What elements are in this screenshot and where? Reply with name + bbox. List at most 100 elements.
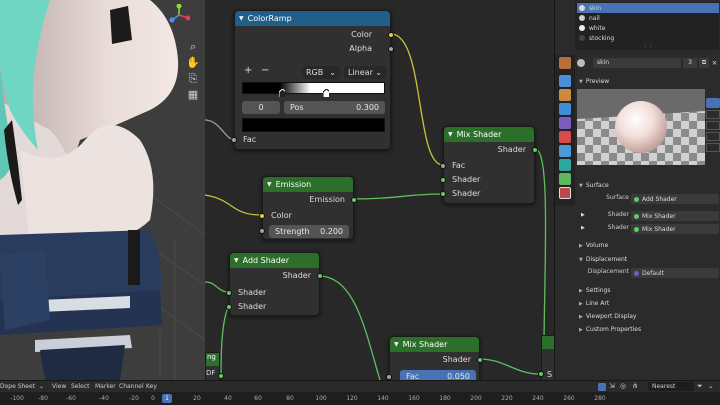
view-layer-tab-icon[interactable]: [559, 103, 571, 115]
add-stop-button[interactable]: +: [244, 65, 253, 76]
settings-panel-header[interactable]: ▶ Settings: [575, 285, 720, 296]
camera-icon[interactable]: ⎘: [188, 72, 198, 85]
world-tab-icon[interactable]: [559, 131, 571, 143]
3d-viewport[interactable]: ⌕ ✋ ⎘ ▦: [0, 0, 205, 380]
menu-view[interactable]: View: [52, 383, 67, 390]
mix-shader-2-header[interactable]: ▼ Mix Shader: [390, 337, 479, 352]
auto-snap-icon[interactable]: ⇲: [609, 382, 615, 390]
tool-tab-icon[interactable]: [559, 57, 571, 69]
stop-position-field[interactable]: Pos 0.300: [284, 101, 385, 114]
snap-icon[interactable]: ⋔: [632, 382, 638, 390]
material-slot-stocking[interactable]: stocking: [577, 33, 719, 43]
offscreen-node-right[interactable]: S: [541, 335, 554, 380]
expand-arrow-icon[interactable]: ▶: [581, 225, 585, 231]
colorramp-header[interactable]: ▼ ColorRamp: [235, 11, 390, 26]
active-stop-index[interactable]: 0: [242, 101, 280, 114]
shader1-select[interactable]: Mix Shader: [631, 211, 719, 221]
socket-offscreen-in[interactable]: [538, 371, 544, 377]
material-slot-skin[interactable]: skin: [577, 3, 719, 13]
ramp-stop-black[interactable]: [279, 89, 285, 97]
socket-color-out[interactable]: [388, 32, 394, 38]
properties-editor[interactable]: skin nail white stocking ⋮⋮ skin 3 ⧉ × ▼…: [554, 0, 720, 380]
current-frame-indicator[interactable]: 1: [162, 394, 172, 403]
socket-offscreen-out[interactable]: [218, 373, 224, 379]
socket-shader-in-2[interactable]: [226, 304, 232, 310]
socket-alpha-out[interactable]: [388, 46, 394, 52]
sphere-preview-icon[interactable]: [706, 98, 720, 108]
strength-field[interactable]: Strength 0.200: [269, 225, 349, 238]
socket-fac-in[interactable]: [440, 163, 446, 169]
mix-shader-header[interactable]: ▼ Mix Shader: [444, 127, 534, 142]
color-mode-select[interactable]: RGB⌄: [302, 66, 340, 79]
surface-shader-select[interactable]: Add Shader: [631, 194, 719, 204]
material-browse-icon[interactable]: [577, 59, 585, 67]
keying-snap-select[interactable]: Nearest Frame: [648, 382, 694, 399]
hair-preview-icon[interactable]: [706, 121, 720, 130]
surface-row[interactable]: Surface Add Shader: [575, 194, 720, 205]
ramp-stop-white[interactable]: [323, 89, 329, 97]
surface-panel-header[interactable]: ▼ Surface: [575, 180, 720, 191]
mix-shader-node-2[interactable]: ▼ Mix Shader Shader Fac 0.050: [386, 336, 483, 380]
shader-node-editor[interactable]: ▼ ColorRamp Color Alpha + − RGB⌄ Linear⌄…: [205, 0, 554, 380]
socket-color-in[interactable]: [259, 213, 265, 219]
menu-key[interactable]: Key: [146, 383, 157, 390]
expand-arrow-icon[interactable]: ▶: [581, 212, 585, 218]
pointer-icon[interactable]: [598, 383, 606, 391]
object-data-tab-icon[interactable]: [559, 173, 571, 185]
socket-fac-in[interactable]: [231, 137, 237, 143]
material-slot-nail[interactable]: nail: [577, 13, 719, 23]
add-shader-header[interactable]: ▼ Add Shader: [230, 253, 319, 268]
menu-marker[interactable]: Marker: [95, 383, 116, 390]
menu-channel[interactable]: Channel: [119, 383, 144, 390]
colorramp-node[interactable]: ▼ ColorRamp Color Alpha + − RGB⌄ Linear⌄…: [231, 10, 394, 150]
shader1-row[interactable]: ▶ Shader Mix Shader: [575, 211, 720, 222]
preview-panel-header[interactable]: ▼ Preview: [575, 76, 720, 87]
material-user-count[interactable]: 3: [683, 58, 697, 68]
monkey-preview-icon[interactable]: [706, 132, 720, 141]
physics-tab-icon[interactable]: [559, 159, 571, 171]
output-tab-icon[interactable]: [559, 89, 571, 101]
grid-icon[interactable]: ▦: [187, 88, 199, 101]
material-tab-icon[interactable]: [559, 187, 571, 199]
material-datablock-row[interactable]: skin 3 ⧉ ×: [575, 58, 719, 69]
emission-node[interactable]: ▼ Emission Emission Color Strength 0.200: [259, 176, 357, 240]
scene-tab-icon[interactable]: [559, 117, 571, 129]
viewport-display-panel-header[interactable]: ▶ Viewport Display: [575, 311, 720, 322]
socket-shader-out[interactable]: [477, 357, 483, 363]
mix-shader-node[interactable]: ▼ Mix Shader Shader Fac Shader Shader: [440, 126, 538, 204]
menu-select[interactable]: Select: [71, 383, 90, 390]
socket-shader-out[interactable]: [532, 147, 538, 153]
collapse-arrow-icon[interactable]: ▼: [267, 181, 272, 188]
socket-shader-out[interactable]: [317, 273, 323, 279]
collapse-arrow-icon[interactable]: ▼: [448, 131, 453, 138]
socket-emission-out[interactable]: [351, 197, 357, 203]
filter-icon[interactable]: ⏷: [697, 382, 703, 390]
render-tab-icon[interactable]: [559, 75, 571, 87]
displacement-panel-header[interactable]: ▼ Displacement: [575, 254, 720, 265]
chevron-down-icon[interactable]: ⌄: [708, 382, 714, 390]
editor-mode-select[interactable]: Dope Sheet⌄: [0, 383, 44, 390]
interpolation-select[interactable]: Linear⌄: [344, 66, 386, 79]
remove-stop-button[interactable]: −: [261, 65, 270, 76]
displacement-select[interactable]: Default: [631, 268, 719, 278]
material-name-field[interactable]: skin: [593, 58, 681, 68]
timeline-ruler[interactable]: -100 -80 -60 -40 -20 0 20 40 60 80 100 1…: [0, 392, 720, 405]
fake-user-icon[interactable]: ⧉: [699, 58, 709, 68]
proportional-edit-icon[interactable]: ◎: [620, 382, 627, 390]
socket-shader-in-1[interactable]: [226, 290, 232, 296]
shader2-select[interactable]: Mix Shader: [631, 224, 719, 234]
volume-panel-header[interactable]: ▶ Volume: [575, 240, 720, 251]
emission-header[interactable]: ▼ Emission: [263, 177, 353, 192]
stop-color-swatch[interactable]: [242, 118, 385, 132]
socket-strength-in[interactable]: [259, 228, 265, 234]
cube-preview-icon[interactable]: [706, 110, 720, 119]
shader2-row[interactable]: ▶ Shader Mix Shader: [575, 224, 720, 235]
unlink-material-icon[interactable]: ×: [711, 59, 718, 67]
navigation-gizmo[interactable]: [168, 4, 190, 26]
sky-preview-icon[interactable]: [706, 143, 720, 152]
socket-shader-in-2[interactable]: [440, 191, 446, 197]
zoom-icon[interactable]: ⌕: [189, 40, 197, 53]
material-slot-white[interactable]: white: [577, 23, 719, 33]
socket-fac-in[interactable]: [386, 374, 392, 380]
color-ramp-gradient[interactable]: [242, 82, 385, 94]
